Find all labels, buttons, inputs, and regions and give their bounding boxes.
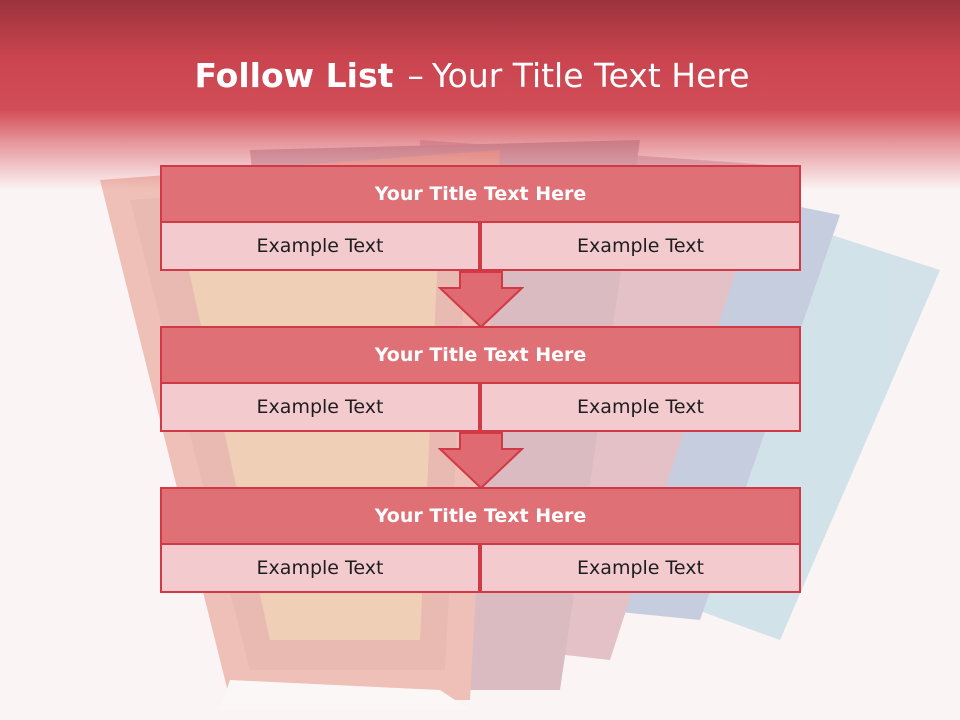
step-2-title[interactable]: Your Title Text Here	[160, 326, 801, 384]
page-title: Follow List–Your Title Text Here	[0, 56, 944, 96]
step-3-left-cell[interactable]: Example Text	[160, 543, 480, 593]
step-1-left-cell[interactable]: Example Text	[160, 221, 480, 271]
arrow-down-icon	[438, 432, 524, 490]
step-3-title[interactable]: Your Title Text Here	[160, 487, 801, 545]
title-bold: Follow List	[194, 56, 394, 95]
step-1-title[interactable]: Your Title Text Here	[160, 165, 801, 223]
step-2-left-cell[interactable]: Example Text	[160, 382, 480, 432]
title-rest: Your Title Text Here	[431, 56, 750, 95]
header-band	[0, 0, 960, 190]
step-2-right-cell[interactable]: Example Text	[480, 382, 801, 432]
title-dash: –	[407, 56, 424, 95]
arrow-down-icon	[438, 271, 524, 329]
step-3-right-cell[interactable]: Example Text	[480, 543, 801, 593]
step-1-right-cell[interactable]: Example Text	[480, 221, 801, 271]
